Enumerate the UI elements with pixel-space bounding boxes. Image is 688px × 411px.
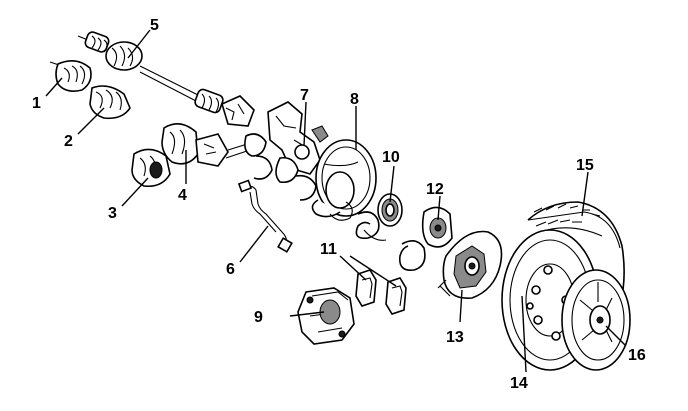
- callout-11: 11: [320, 241, 337, 258]
- callout-5: 5: [150, 17, 159, 34]
- callout-4: 4: [178, 187, 187, 204]
- callout-1: 1: [32, 95, 41, 112]
- outer-cv-joint-icon: [49, 60, 92, 92]
- callout-2: 2: [64, 133, 73, 150]
- caliper-bracket-icon: [437, 230, 503, 299]
- callout-3: 3: [108, 205, 117, 222]
- brake-caliper-icon: [297, 287, 355, 345]
- drive-shaft-icon: [77, 31, 255, 127]
- steering-knuckle-icon: [244, 101, 329, 201]
- brake-backing-plate-icon: [311, 139, 377, 221]
- callout-15: 15: [576, 157, 594, 174]
- callout-14: 14: [510, 375, 528, 392]
- cv-joint-boot-icon: [89, 85, 131, 120]
- callout-12: 12: [426, 181, 444, 198]
- callout-10: 10: [382, 149, 400, 166]
- callout-16: 16: [628, 347, 646, 364]
- inner-boot-icon: [131, 148, 171, 188]
- callout-6: 6: [226, 261, 235, 278]
- callout-13: 13: [446, 329, 464, 346]
- leader-lines: [45, 29, 627, 373]
- callout-labels: 1 2 3 4 5 6 7 8 9 10 11 12 13 14 15 16: [32, 17, 646, 392]
- wheel-bearing-icon: [355, 193, 403, 241]
- brake-pads-icon: [355, 269, 407, 315]
- callout-9: 9: [254, 309, 263, 326]
- brake-hose-icon: [237, 179, 293, 253]
- wheel-rim-icon: [561, 269, 631, 371]
- callout-8: 8: [350, 91, 359, 108]
- callout-7: 7: [300, 87, 309, 104]
- wheel-hub-icon: [398, 206, 453, 272]
